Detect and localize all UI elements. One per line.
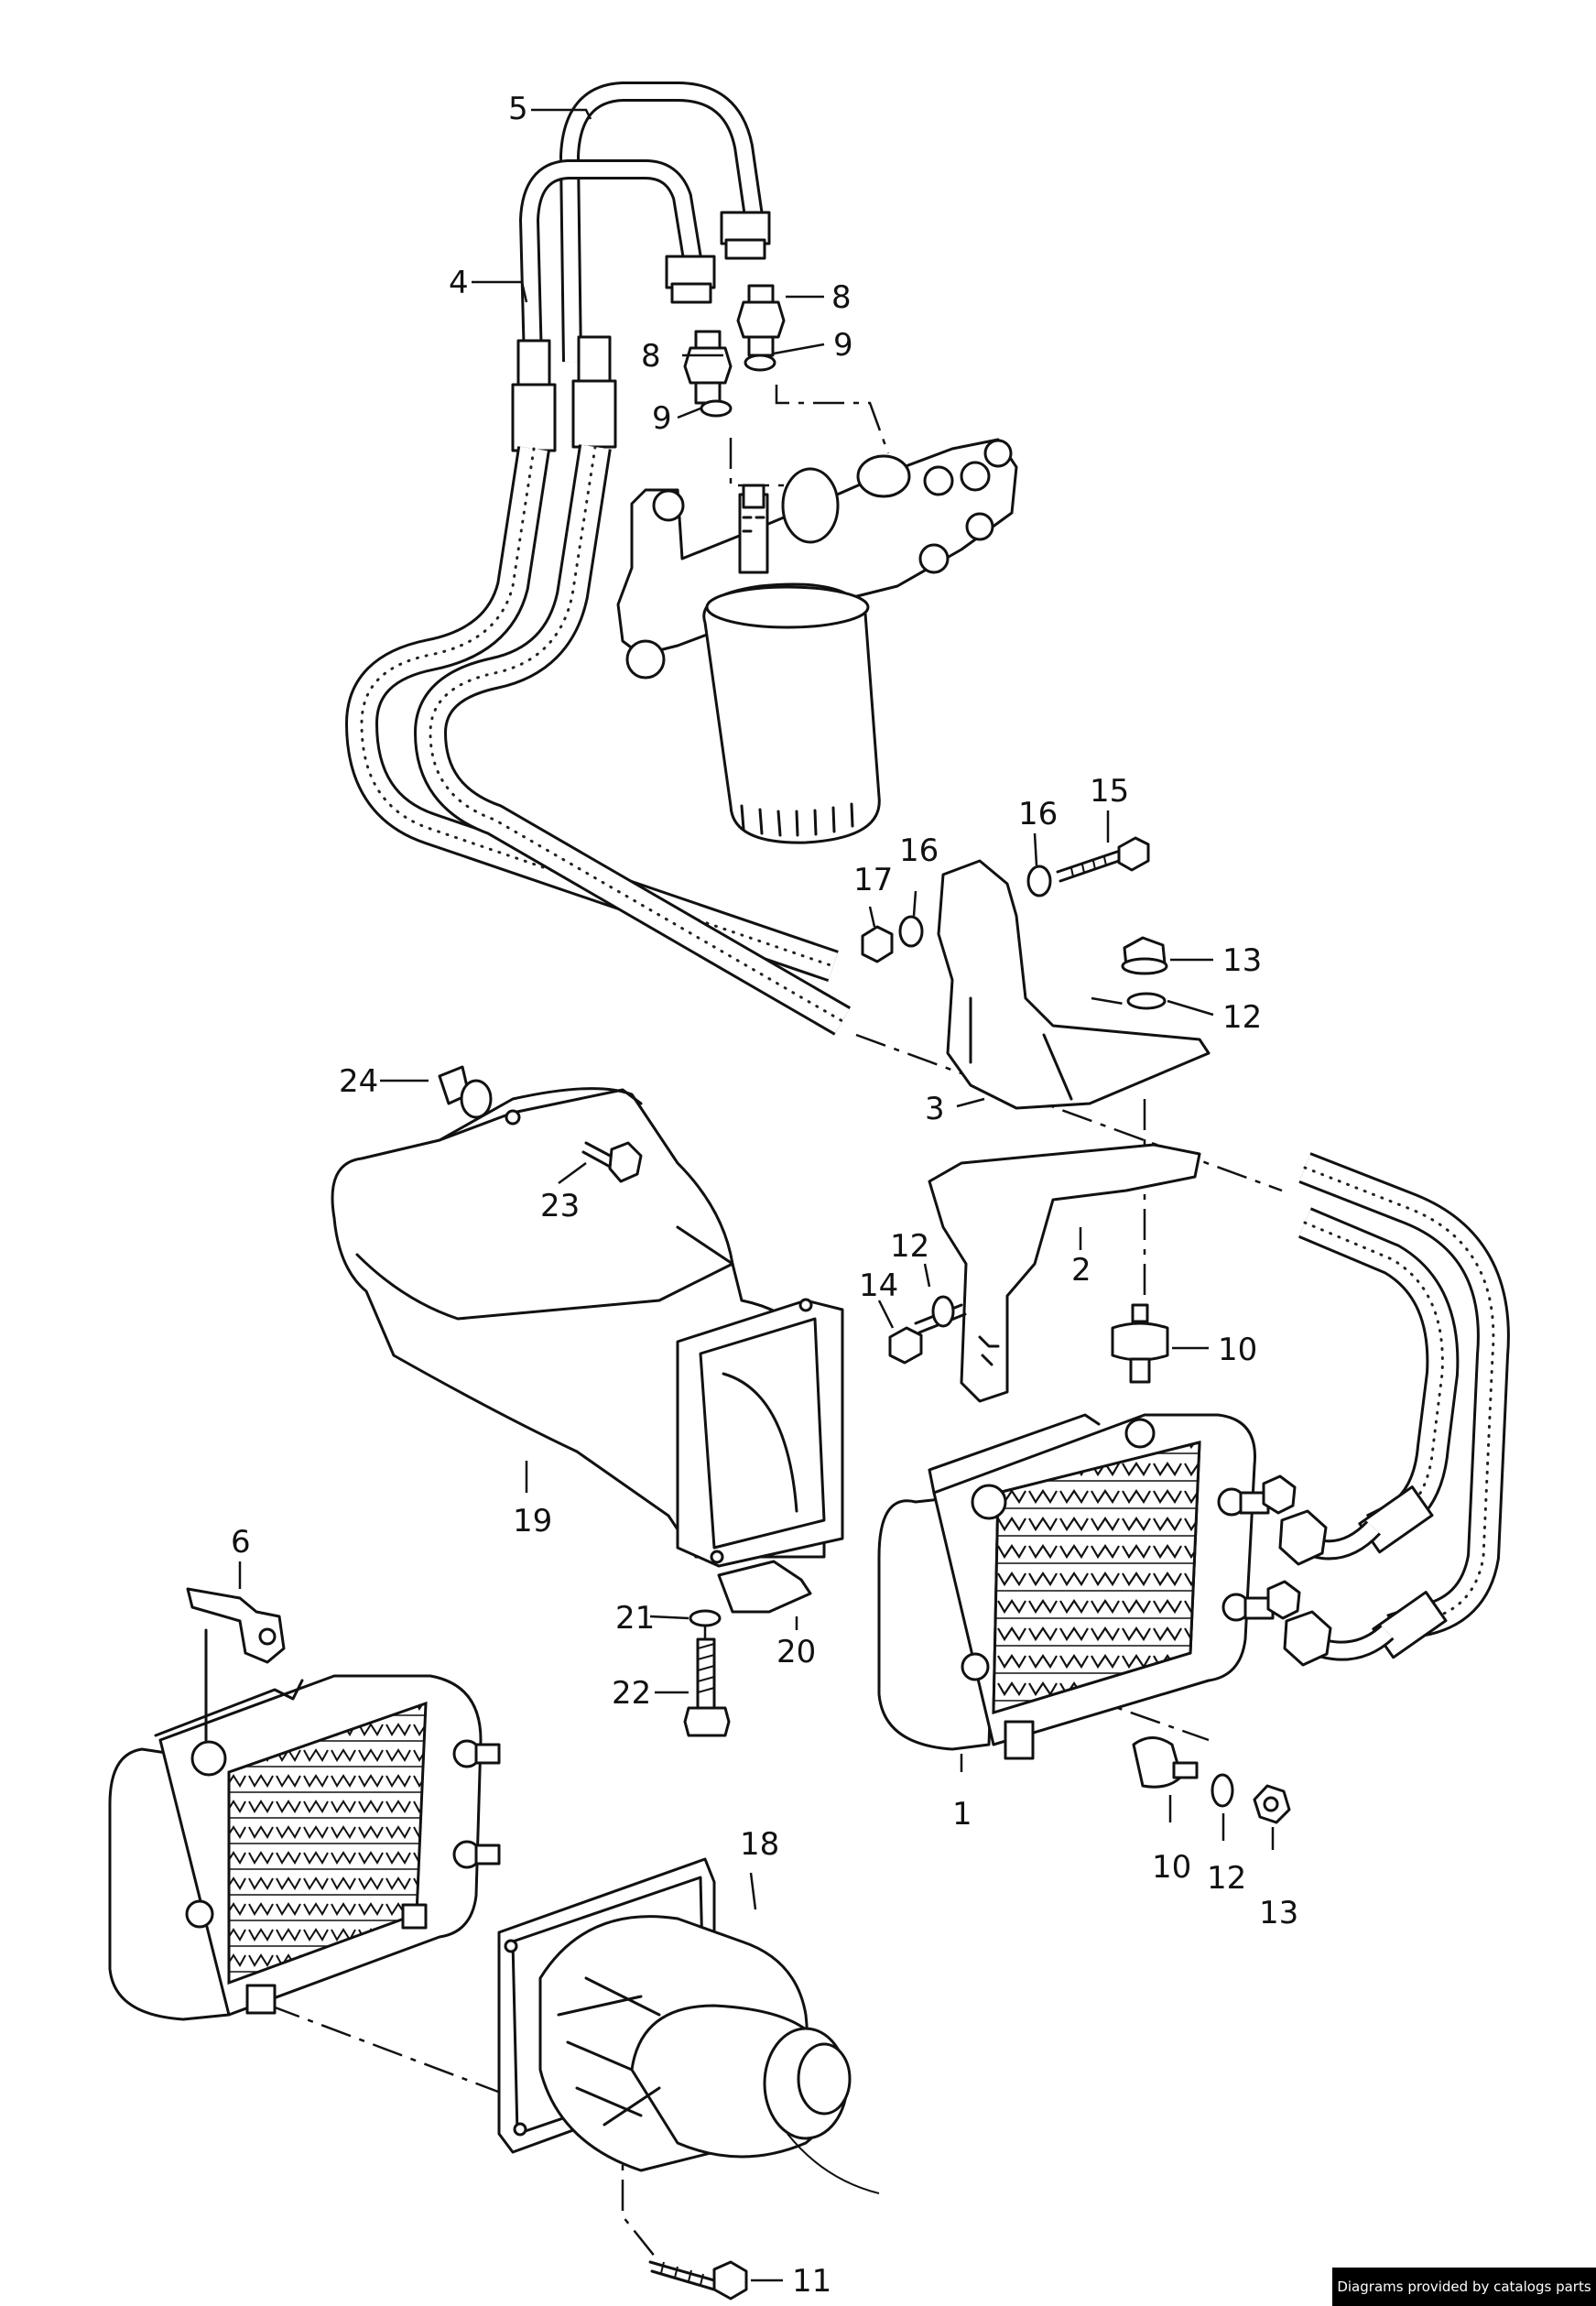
bracket-2 bbox=[928, 1143, 1201, 1403]
label-8-lower: 8 bbox=[641, 338, 661, 375]
label-24: 24 bbox=[339, 1063, 378, 1100]
bolt-22 bbox=[683, 1637, 731, 1737]
sealing-rings-9 bbox=[700, 354, 776, 418]
diagram-credit: Diagrams provided by catalogs parts bbox=[1332, 2268, 1596, 2306]
oil-hose-upper-pair bbox=[345, 444, 852, 1036]
oil-pipe-4 bbox=[519, 159, 716, 363]
label-14: 14 bbox=[859, 1267, 898, 1304]
washer-12-upper bbox=[1126, 992, 1167, 1010]
rubber-mount-10-upper bbox=[1111, 1303, 1169, 1384]
oil-pipe-5 bbox=[559, 82, 771, 363]
label-2: 2 bbox=[1071, 1252, 1091, 1289]
label-13-upper: 13 bbox=[1222, 942, 1262, 979]
leader-lines bbox=[238, 108, 1275, 2282]
label-23: 23 bbox=[540, 1188, 580, 1224]
bolt-15 bbox=[1056, 836, 1150, 883]
washer-12-lower bbox=[1211, 1773, 1234, 1808]
label-3: 3 bbox=[925, 1091, 945, 1127]
screw-23 bbox=[581, 1141, 643, 1183]
label-12-upper: 12 bbox=[1222, 999, 1262, 1036]
rubber-mount-10-lower bbox=[1132, 1736, 1199, 1789]
label-18: 18 bbox=[740, 1826, 779, 1863]
label-15: 15 bbox=[1090, 773, 1129, 810]
screw-11 bbox=[648, 2260, 748, 2301]
oil-cooler-left bbox=[108, 1674, 501, 2021]
washer-21 bbox=[689, 1609, 722, 1627]
bracket-3 bbox=[937, 859, 1211, 1110]
label-11: 11 bbox=[792, 2263, 831, 2300]
label-17: 17 bbox=[853, 862, 893, 898]
hose-end-fittings bbox=[511, 335, 617, 452]
union-screws-8 bbox=[683, 284, 786, 405]
label-22: 22 bbox=[612, 1675, 651, 1712]
oil-cooler-right bbox=[877, 1413, 1301, 1760]
label-12-mid: 12 bbox=[890, 1228, 929, 1265]
nut-17 bbox=[861, 925, 894, 963]
fan-18 bbox=[497, 1857, 880, 2194]
label-16-lower: 16 bbox=[899, 832, 939, 869]
label-1: 1 bbox=[952, 1796, 972, 1833]
air-duct-19 bbox=[331, 1087, 844, 1568]
label-21: 21 bbox=[615, 1600, 655, 1637]
label-8-upper: 8 bbox=[831, 279, 852, 316]
clip-24 bbox=[438, 1065, 493, 1119]
label-12-lower: 12 bbox=[1207, 1860, 1246, 1897]
label-5: 5 bbox=[508, 91, 528, 127]
nut-13-lower bbox=[1253, 1784, 1291, 1824]
label-10-lower: 10 bbox=[1152, 1849, 1191, 1886]
label-13-lower: 13 bbox=[1259, 1895, 1298, 1931]
part-labels: 5 4 8 8 9 9 15 16 16 17 13 12 3 24 23 2 … bbox=[231, 91, 1298, 2300]
nut-13-upper bbox=[1121, 936, 1168, 975]
label-10-upper: 10 bbox=[1218, 1332, 1257, 1368]
label-9-lower: 9 bbox=[652, 400, 672, 437]
label-6: 6 bbox=[231, 1524, 251, 1561]
label-4: 4 bbox=[449, 265, 469, 301]
bracket-6 bbox=[186, 1587, 286, 1664]
washer-12-mid bbox=[931, 1295, 955, 1328]
oil-filter bbox=[702, 582, 881, 844]
label-9-upper: 9 bbox=[833, 327, 853, 364]
oil-hose-lower-pair bbox=[1278, 1152, 1510, 1667]
label-20: 20 bbox=[776, 1634, 816, 1670]
label-19: 19 bbox=[513, 1503, 552, 1539]
label-16-upper: 16 bbox=[1018, 796, 1058, 832]
bracket-20 bbox=[717, 1560, 812, 1614]
washer-16 bbox=[898, 865, 1052, 948]
